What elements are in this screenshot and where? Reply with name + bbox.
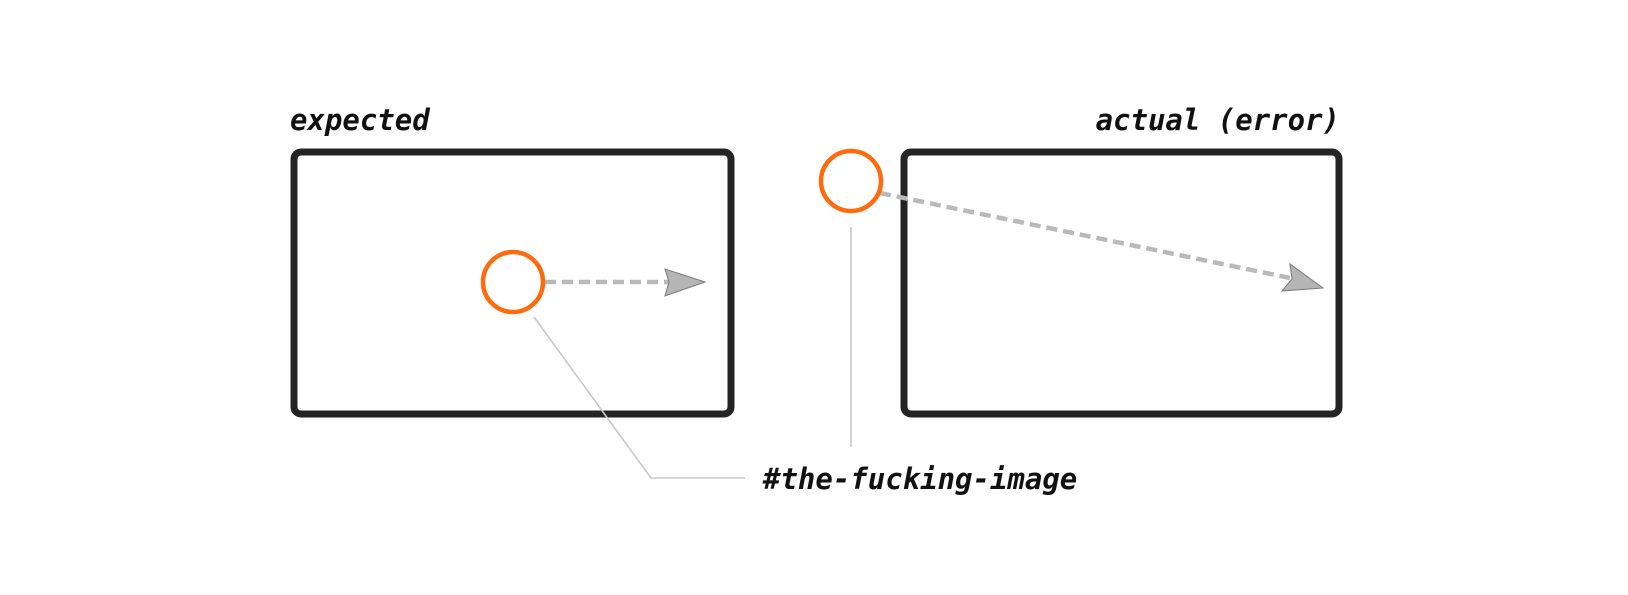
expected-label: expected xyxy=(290,103,431,137)
expected-frame xyxy=(290,148,735,418)
actual-frame xyxy=(900,148,1343,418)
actual-label: actual (error) xyxy=(1096,103,1340,137)
expected-image-marker xyxy=(480,249,546,315)
actual-motion-line xyxy=(879,190,1291,281)
expected-leader-line xyxy=(533,316,745,479)
expected-arrowhead-icon xyxy=(664,268,707,297)
image-id-caption: #the-fucking-image xyxy=(762,462,1077,496)
actual-image-marker xyxy=(818,148,884,214)
actual-arrowhead-icon xyxy=(1280,262,1325,292)
